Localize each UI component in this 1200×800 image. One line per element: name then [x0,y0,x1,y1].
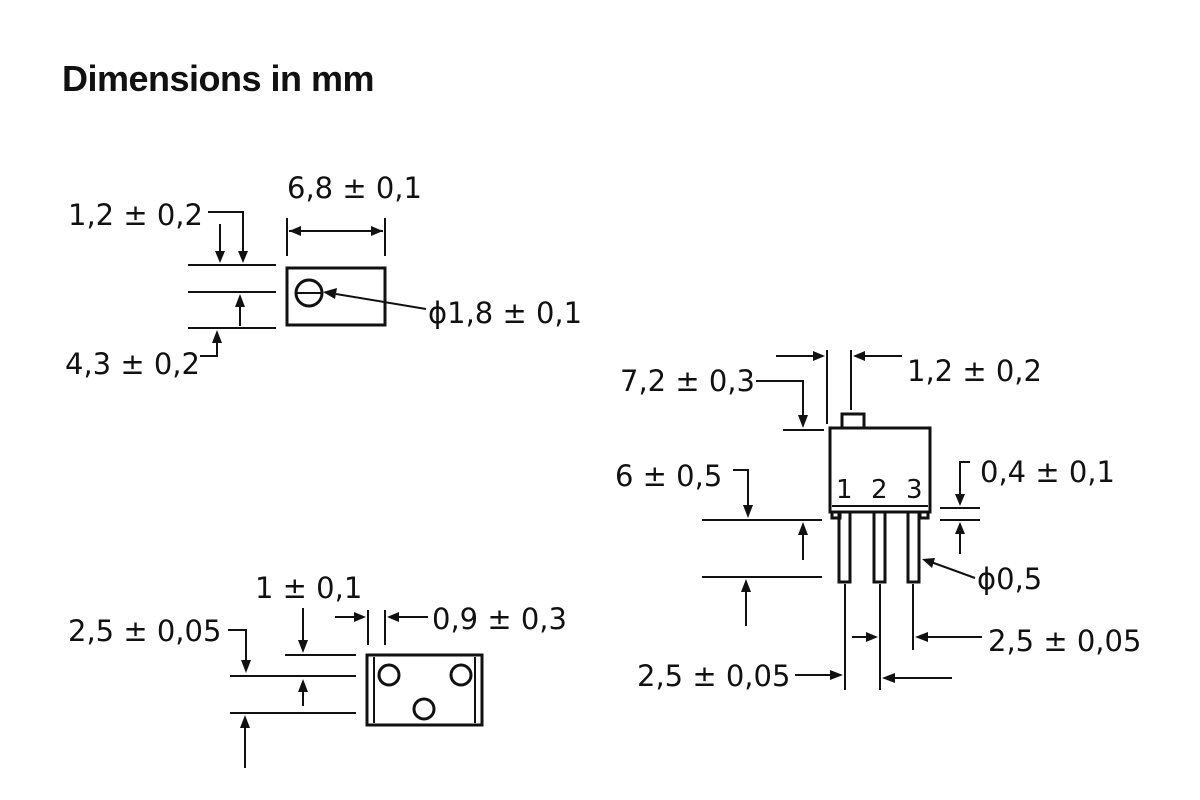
dim-label-pin-pad: 1 ± 0,1 [255,571,362,605]
pin-label-2: 2 [871,475,888,505]
leader-line [208,211,244,252]
arrowhead [323,288,337,299]
arrowhead [922,558,935,568]
dim-label-screw-offset: 1,2 ± 0,2 [68,198,203,232]
arrowhead [298,679,308,692]
arrowhead [955,522,965,534]
dim-label-pitch-left: 2,5 ± 0,05 [637,659,790,693]
leader-line [733,469,749,506]
dim-label-pin-length: 6 ± 0,5 [615,459,722,493]
arrowhead [240,715,250,728]
leader-line [930,561,976,579]
pin-hole-1 [377,663,401,687]
dim-label-pitch-right: 2,5 ± 0,05 [988,624,1141,658]
arrowhead [813,351,825,361]
arrowhead [289,226,301,236]
dim-label-screw-height: 1,2 ± 0,2 [907,354,1042,388]
bottom-view: 1 ± 0,1 0,9 ± 0,3 2,5 ± 0,05 [68,571,567,768]
arrowhead [741,579,751,592]
arrowhead [298,640,308,653]
arrowhead [915,632,928,642]
leader-line [200,342,218,357]
pin-2 [872,510,887,584]
arrowhead [798,415,808,428]
dim-label-height: 4,3 ± 0,2 [65,347,200,381]
arrowhead [830,670,843,680]
arrowhead [866,632,878,642]
dim-label-pin-diameter: ϕ0,5 [977,562,1042,596]
arrowhead [955,494,965,506]
top-view: 6,8 ± 0,1 1,2 ± 0,2 4,3 ± 0,2 ϕ1,8 ± 0,1 [65,171,582,381]
top-view-body [285,266,387,327]
arrowhead [215,251,225,263]
arrowhead [882,673,895,683]
leader-line [335,293,427,310]
dim-label-offset: 0,9 ± 0,3 [432,602,567,636]
page-title: Dimensions in mm [62,58,375,99]
arrowhead [853,351,865,361]
dim-label-width: 6,8 ± 0,1 [287,171,422,205]
dim-label-pin-spacing: 2,5 ± 0,05 [68,614,221,648]
side-view: 1 2 3 1,2 ± 0,2 7,2 ± 0,3 6 ± 0,5 0,4 ± … [615,350,1141,693]
arrowhead [238,251,248,263]
arrowhead [212,330,222,343]
leader-line [959,461,970,496]
arrowhead [387,612,399,622]
standoff [918,510,930,520]
pin-hole-2 [412,697,436,721]
adjust-screw-head [840,412,866,430]
bottom-view-body [365,653,484,727]
dim-label-total-height: 7,2 ± 0,3 [620,364,755,398]
arrowhead [241,660,251,673]
arrowhead [798,522,808,535]
dim-label-standoff: 0,4 ± 0,1 [980,455,1115,489]
pin-label-3: 3 [906,475,923,505]
pin-1 [837,510,852,584]
arrowhead [354,612,366,622]
pin-hole-3 [449,663,473,687]
pin-3 [906,510,921,584]
arrowhead [371,226,383,236]
leader-line [756,380,804,415]
leader-line [228,629,247,660]
arrowhead [235,294,245,307]
arrowhead [743,505,753,518]
pin-label-1: 1 [836,475,853,505]
dim-label-screw-diameter: ϕ1,8 ± 0,1 [428,296,582,330]
